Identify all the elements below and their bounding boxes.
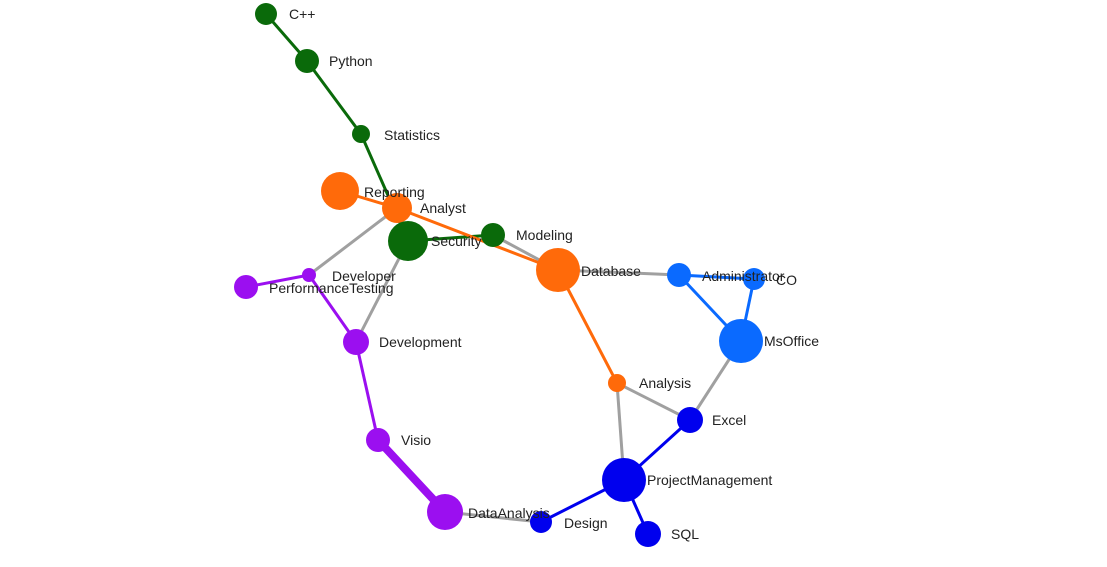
- node-reporting[interactable]: [321, 172, 359, 210]
- node-label-excel: Excel: [712, 412, 746, 428]
- node-analyst[interactable]: [382, 193, 412, 223]
- node-dataanalysis[interactable]: [427, 494, 463, 530]
- node-security[interactable]: [388, 221, 428, 261]
- node-modeling[interactable]: [481, 223, 505, 247]
- node-label-modeling: Modeling: [516, 227, 573, 243]
- edge-development-to-visio: [354, 340, 380, 442]
- node-administrator[interactable]: [667, 263, 691, 287]
- node-label-security: Security: [431, 233, 482, 249]
- node-database[interactable]: [536, 248, 580, 292]
- node-label-python: Python: [329, 53, 373, 69]
- node-co[interactable]: [743, 268, 765, 290]
- node-label-projectmanagement: ProjectManagement: [647, 472, 772, 488]
- node-msoffice[interactable]: [719, 319, 763, 363]
- node-label-analyst: Analyst: [420, 200, 466, 216]
- edge-python-to-statistics: [305, 59, 363, 136]
- edge-developer-to-development: [307, 273, 358, 344]
- edge-administrator-to-co: [677, 273, 756, 281]
- node-label-administrator: Administrator: [702, 268, 785, 284]
- node-visio[interactable]: [366, 428, 390, 452]
- node-performancetesting[interactable]: [234, 275, 258, 299]
- node-analysis[interactable]: [608, 374, 626, 392]
- node-projectmanagement[interactable]: [602, 458, 646, 502]
- node-label-c: C++: [289, 6, 315, 22]
- node-developer[interactable]: [302, 268, 316, 282]
- node-excel[interactable]: [677, 407, 703, 433]
- node-label-developer: Developer: [332, 268, 396, 284]
- node-c[interactable]: [255, 3, 277, 25]
- edge-analysis-to-excel: [615, 381, 692, 422]
- node-statistics[interactable]: [352, 125, 370, 143]
- node-label-performancetesting: PerformanceTesting: [269, 280, 394, 296]
- edge-analyst-to-database: [395, 206, 560, 272]
- node-label-msoffice: MsOffice: [764, 333, 819, 349]
- node-label-sql: SQL: [671, 526, 699, 542]
- node-development[interactable]: [343, 329, 369, 355]
- node-label-dataanalysis: DataAnalysis: [468, 505, 550, 521]
- node-label-development: Development: [379, 334, 462, 350]
- node-label-database: Database: [581, 263, 641, 279]
- node-python[interactable]: [295, 49, 319, 73]
- node-label-design: Design: [564, 515, 608, 531]
- graph-nodes: [234, 3, 765, 547]
- node-sql[interactable]: [635, 521, 661, 547]
- node-label-statistics: Statistics: [384, 127, 440, 143]
- edge-analyst-to-developer: [307, 206, 399, 277]
- node-label-visio: Visio: [401, 432, 431, 448]
- graph-labels: C++ PythonStatisticsReportingAnalystSecur…: [269, 6, 819, 542]
- node-label-co: CO: [776, 272, 797, 288]
- node-label-analysis: Analysis: [639, 375, 691, 391]
- node-label-reporting: Reporting: [364, 184, 425, 200]
- node-design[interactable]: [530, 511, 552, 533]
